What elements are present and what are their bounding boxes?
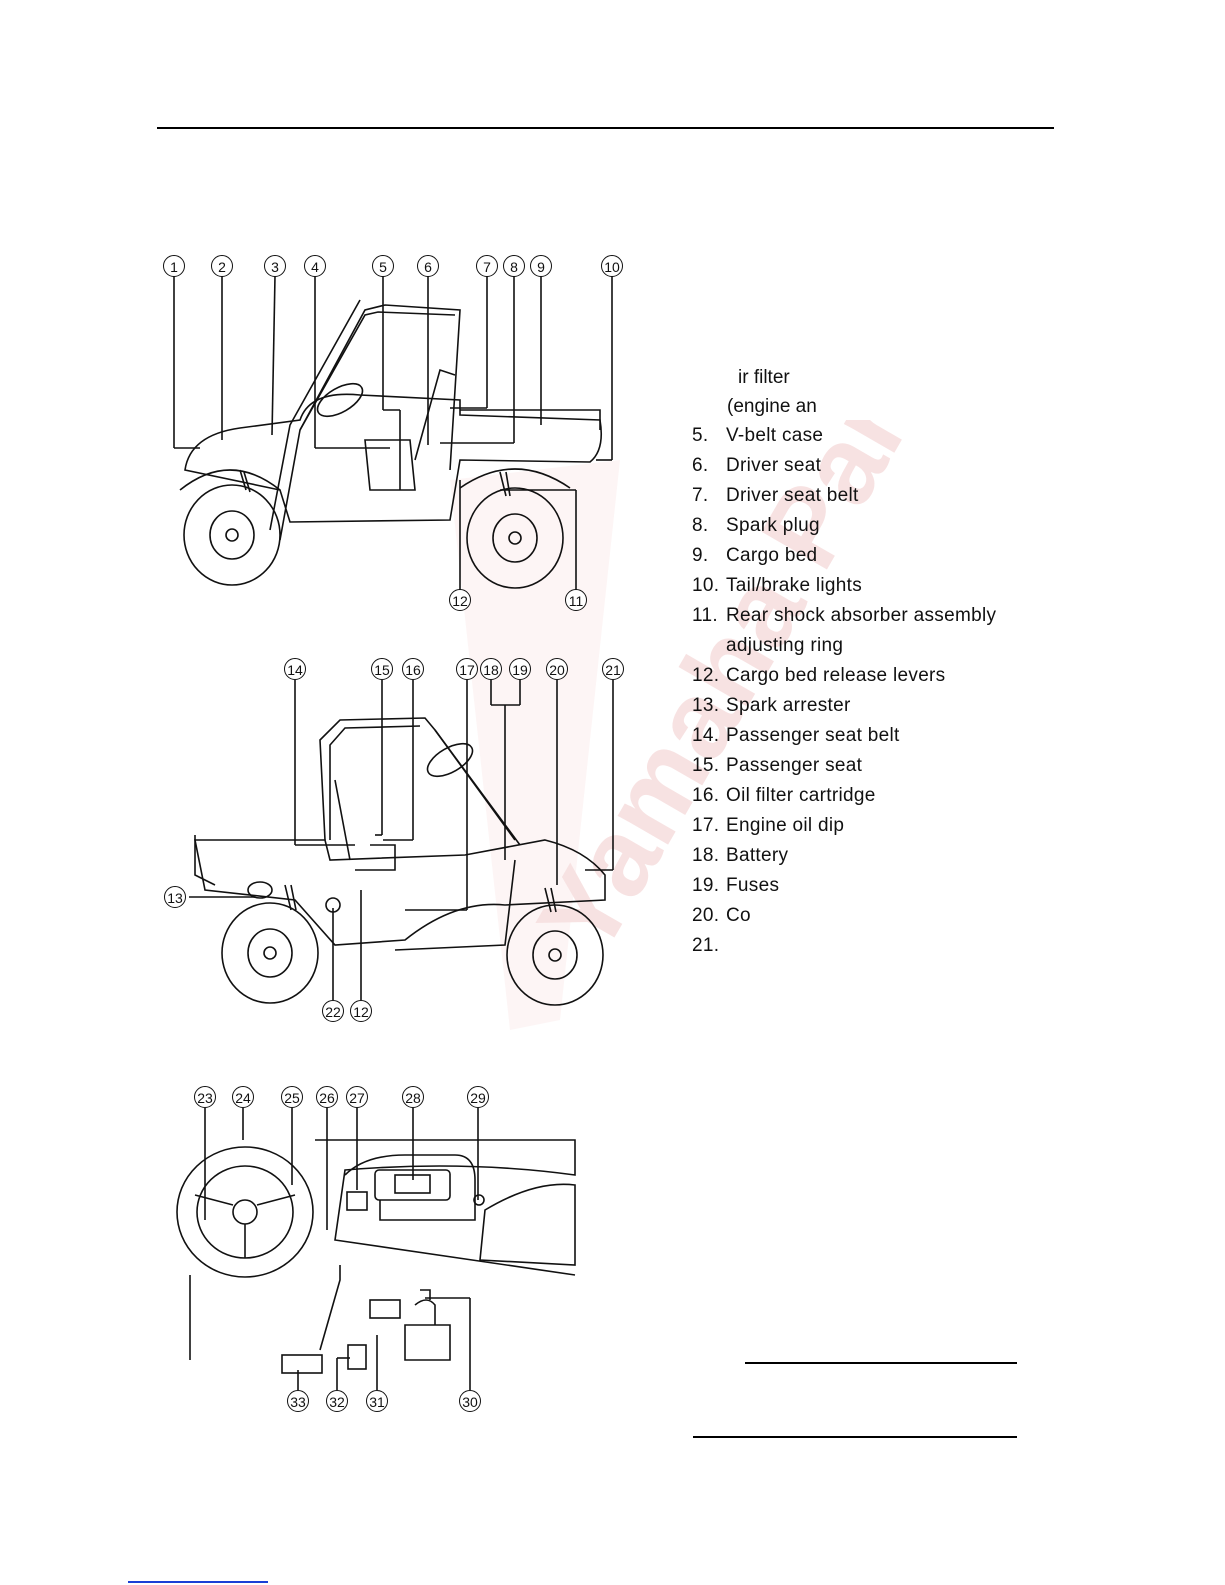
callout-25: 25 — [281, 1086, 303, 1108]
callout-6: 6 — [417, 255, 439, 277]
legend-number: 20. — [692, 905, 720, 926]
callout-3: 3 — [264, 255, 286, 277]
legend-number: 10. — [692, 575, 720, 596]
legend-label: Driver seat — [726, 455, 822, 476]
callout-26: 26 — [316, 1086, 338, 1108]
callout-23: 23 — [194, 1086, 216, 1108]
legend-item: 11. Rear shock absorber assembly — [692, 601, 996, 631]
callout-24: 24 — [232, 1086, 254, 1108]
header-rule — [157, 127, 1054, 129]
legend-label: Cargo bed — [726, 545, 818, 566]
callout-9: 9 — [530, 255, 552, 277]
legend-item: 14. Passenger seat belt — [692, 721, 996, 751]
callout-31: 31 — [366, 1390, 388, 1412]
callout-17: 17 — [456, 658, 478, 680]
legend-label: Engine oil dip — [726, 815, 845, 836]
legend-item: 17. Engine oil dip — [692, 811, 996, 841]
legend-number: 5. — [692, 425, 709, 446]
legend-list: 5. V-belt case 6. Driver seat 7. Driver sea… — [692, 421, 996, 961]
figure-driver-side-view — [173, 275, 613, 590]
legend-number: 14. — [692, 725, 720, 746]
legend-number: 8. — [692, 515, 709, 536]
legend-label: Fuses — [726, 875, 780, 896]
legend-label: V-belt case — [726, 425, 824, 446]
callout-12-a: 12 — [449, 589, 471, 611]
callout-10: 10 — [601, 255, 623, 277]
callout-15: 15 — [371, 658, 393, 680]
legend-label: adjusting ring — [726, 635, 844, 656]
callout-30: 30 — [459, 1390, 481, 1412]
legend-label: Oil filter cartridge — [726, 785, 876, 806]
callout-22: 22 — [322, 1000, 344, 1022]
legend-label: Passenger seat — [726, 755, 863, 776]
callout-4: 4 — [304, 255, 326, 277]
legend-item: 12. Cargo bed release levers — [692, 661, 996, 691]
legend-item: 20. Co — [692, 901, 996, 931]
figure-passenger-side-view — [189, 680, 614, 1006]
legend-item: 9. Cargo bed — [692, 541, 996, 571]
legend-label: Spark arrester — [726, 695, 851, 716]
callout-1: 1 — [163, 255, 185, 277]
legend-number: 21. — [692, 935, 720, 956]
callout-33: 33 — [287, 1390, 309, 1412]
legend-number: 19. — [692, 875, 720, 896]
legend-number — [692, 631, 726, 661]
legend-number: 13. — [692, 695, 720, 716]
legend-item: 7. Driver seat belt — [692, 481, 996, 511]
legend-label: Rear shock absorber assembly — [726, 605, 997, 626]
callout-16: 16 — [402, 658, 424, 680]
figure-dashboard-controls — [176, 1108, 576, 1390]
legend-label: Spark plug — [726, 515, 820, 536]
legend-number: 9. — [692, 545, 709, 566]
legend-number: 18. — [692, 845, 720, 866]
callout-14: 14 — [284, 658, 306, 680]
legend-item: 8. Spark plug — [692, 511, 996, 541]
legend-item: 19. Fuses — [692, 871, 996, 901]
legend-item: 6. Driver seat — [692, 451, 996, 481]
legend-label: Tail/brake lights — [726, 575, 863, 596]
legend-item: 10. Tail/brake lights — [692, 571, 996, 601]
blank-rule-2 — [693, 1436, 1017, 1438]
legend-item: 15. Passenger seat — [692, 751, 996, 781]
legend-label: Cargo bed release levers — [726, 665, 946, 686]
legend-label: Co — [726, 905, 751, 926]
legend-item: 18. Battery — [692, 841, 996, 871]
legend-item: 13. Spark arrester — [692, 691, 996, 721]
callout-21: 21 — [602, 658, 624, 680]
legend-item: 21. — [692, 931, 996, 961]
bottom-link-underline[interactable] — [128, 1581, 268, 1583]
legend-number: 15. — [692, 755, 720, 776]
callout-7: 7 — [476, 255, 498, 277]
legend-number: 6. — [692, 455, 709, 476]
callout-27: 27 — [346, 1086, 368, 1108]
callout-19: 19 — [509, 658, 531, 680]
blank-rule-1 — [745, 1362, 1017, 1364]
callout-11: 11 — [565, 589, 587, 611]
legend-label: Driver seat belt — [726, 485, 859, 506]
legend-number: 17. — [692, 815, 720, 836]
legend-item: adjusting ring — [692, 631, 996, 661]
callout-8: 8 — [503, 255, 525, 277]
callout-32: 32 — [326, 1390, 348, 1412]
legend-item: 5. V-belt case — [692, 421, 996, 451]
callout-28: 28 — [402, 1086, 424, 1108]
callout-29: 29 — [467, 1086, 489, 1108]
callout-20: 20 — [546, 658, 568, 680]
legend-partial-2: (engine an — [727, 396, 817, 417]
legend-number: 7. — [692, 485, 709, 506]
legend-label: Passenger seat belt — [726, 725, 900, 746]
legend-item: 16. Oil filter cartridge — [692, 781, 996, 811]
legend-number: 11. — [692, 605, 718, 626]
callout-18: 18 — [480, 658, 502, 680]
legend-partial-1: ir filter — [738, 367, 790, 388]
legend-number: 12. — [692, 665, 720, 686]
callout-2: 2 — [211, 255, 233, 277]
callout-5: 5 — [372, 255, 394, 277]
callout-12-b: 12 — [350, 1000, 372, 1022]
callout-13: 13 — [164, 886, 186, 908]
legend-number: 16. — [692, 785, 720, 806]
legend-label: Battery — [726, 845, 789, 866]
